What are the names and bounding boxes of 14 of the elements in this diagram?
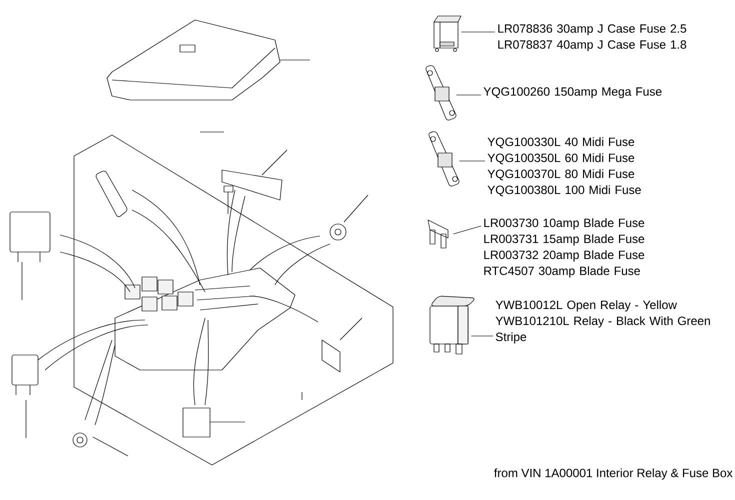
leader-line bbox=[456, 94, 482, 96]
caption: from VIN 1A00001 Interior Relay & Fuse Box bbox=[494, 468, 733, 480]
part-list-text: LR003730 10amp Blade Fuse LR003731 15amp Blade Fuse LR003732 20amp Blade Fuse RTC4507 30amp Blade Fuse bbox=[484, 218, 644, 278]
part-list-text: YQG100260 150amp Mega Fuse bbox=[484, 87, 662, 98]
leader-line bbox=[459, 160, 486, 162]
part-list-text: LR078836 30amp J Case Fuse 2.5 LR078837 40amp J Case Fuse 1.8 bbox=[498, 24, 686, 52]
part-drawing bbox=[426, 65, 456, 120]
part-drawing bbox=[430, 296, 474, 354]
part-list-text: YQG100330L 40 Midi Fuse YQG100350L 60 Midi Fuse YQG100370L 80 Midi Fuse YQG100380L 100 Midi Fuse bbox=[488, 137, 641, 196]
part-drawing bbox=[428, 220, 448, 248]
part-list-text: YWB10012L Open Relay - Yellow YWB101210L Relay - Black With Green Stripe bbox=[496, 300, 710, 344]
leader-line bbox=[453, 226, 482, 234]
part-drawing bbox=[428, 131, 460, 186]
part-drawing bbox=[434, 16, 462, 52]
